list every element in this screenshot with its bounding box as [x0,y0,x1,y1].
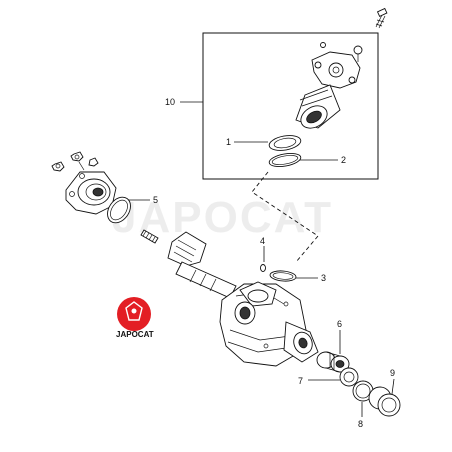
dust-cover-part-9 [368,386,401,417]
logo-text: JAPOCAT [116,330,154,339]
callout-5: 5 [153,195,158,205]
o-ring-part-3 [269,270,297,282]
leader-lines [128,101,395,417]
callout-1: 1 [226,137,231,147]
japocat-logo: JAPOCAT [116,297,154,339]
subassembly-box [202,32,379,180]
seal-part-7 [339,367,359,387]
bearing-part-6 [316,351,350,373]
gear-housing [219,281,319,367]
o-ring-part-2 [268,153,302,167]
callout-8: 8 [358,419,363,429]
callout-3: 3 [321,273,326,283]
gasket-part-5 [107,196,131,224]
control-valve-assembly [295,42,363,129]
top-cover [65,171,117,215]
left-fasteners [51,151,99,172]
adjusting-screw [140,229,159,244]
callout-7: 7 [298,376,303,386]
pin-part-4 [260,246,266,272]
callout-10: 10 [165,97,175,107]
callout-9: 9 [390,368,395,378]
callout-4: 4 [260,236,265,246]
seal-ring-part-1 [268,135,302,151]
callout-2: 2 [341,155,346,165]
sector-shaft [167,231,237,299]
dashed-connector [251,171,319,263]
logo-red-circle [117,297,151,331]
top-bolt [375,7,388,29]
callout-6: 6 [337,319,342,329]
